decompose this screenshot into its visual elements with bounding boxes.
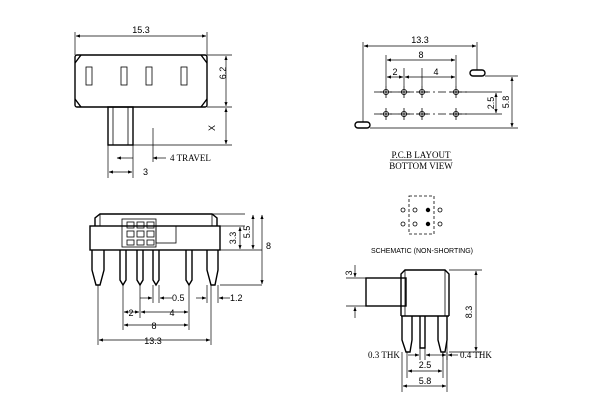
front-h-small: 3.3 bbox=[228, 232, 238, 245]
front-lead-width: 0.5 bbox=[172, 293, 185, 303]
travel-label: 4 TRAVEL bbox=[170, 153, 211, 163]
pcb-pads bbox=[374, 86, 468, 120]
top-view: 15.3 6.2 X 4 TRAVEL 3 bbox=[74, 25, 232, 178]
side-view: 3 8.3 0.3 THK 0.4 THK 2.5 5.8 bbox=[344, 265, 492, 392]
side-act-height: 3 bbox=[344, 270, 354, 275]
pcb-layout: 13.3 8 2 4 2.5 5.8 P.C.B LAYOUT BOTTOM V… bbox=[354, 35, 518, 171]
pcb-layout-subtitle: BOTTOM VIEW bbox=[389, 161, 453, 171]
top-width-dim: 15.3 bbox=[132, 25, 150, 35]
pcb-row-span: 5.8 bbox=[501, 96, 511, 109]
pcb-pitch: 2 bbox=[392, 67, 397, 77]
mounting-slot-left bbox=[354, 121, 371, 129]
pcb-overall-dim: 13.3 bbox=[411, 35, 429, 45]
pcb-outer-pitch: 8 bbox=[418, 50, 423, 60]
top-view-actuator bbox=[107, 106, 134, 146]
schematic: SCHEMATIC (NON-SHORTING) bbox=[371, 195, 473, 255]
side-thk-left: 0.3 THK bbox=[368, 350, 400, 360]
schematic-label: SCHEMATIC (NON-SHORTING) bbox=[371, 248, 473, 255]
front-leads bbox=[91, 250, 219, 287]
side-view-leads bbox=[401, 316, 448, 353]
front-h-total: 8 bbox=[266, 241, 271, 251]
front-overall: 13.3 bbox=[144, 336, 162, 346]
front-view-body bbox=[89, 213, 221, 251]
pcb-row-gap: 2.5 bbox=[486, 97, 496, 110]
front-span: 8 bbox=[151, 321, 156, 331]
side-view-actuator bbox=[365, 277, 407, 307]
front-view: 3.3 5.5 8 0.5 1.2 2 4 8 13.3 bbox=[89, 213, 271, 346]
actuator-dim-x: X bbox=[207, 125, 217, 131]
top-view-body bbox=[74, 54, 208, 108]
contact-grid bbox=[126, 221, 155, 246]
front-mount-gap: 1.2 bbox=[230, 293, 243, 303]
actuator-width-dim: 3 bbox=[143, 167, 148, 177]
front-pitch-a: 2 bbox=[128, 308, 133, 318]
side-thk-right: 0.4 THK bbox=[460, 350, 492, 360]
side-view-body bbox=[400, 269, 450, 317]
side-pitch: 2.5 bbox=[419, 360, 432, 370]
top-height-dim: 6.2 bbox=[218, 67, 228, 80]
pcb-mid-pitch: 4 bbox=[433, 67, 438, 77]
side-total-height: 8.3 bbox=[464, 306, 474, 319]
pcb-layout-title: P.C.B LAYOUT bbox=[392, 150, 451, 160]
mounting-slot-right bbox=[469, 69, 486, 77]
side-span: 5.8 bbox=[419, 376, 432, 386]
front-pitch-b: 4 bbox=[169, 308, 174, 318]
front-h-mid: 5.5 bbox=[242, 226, 252, 239]
